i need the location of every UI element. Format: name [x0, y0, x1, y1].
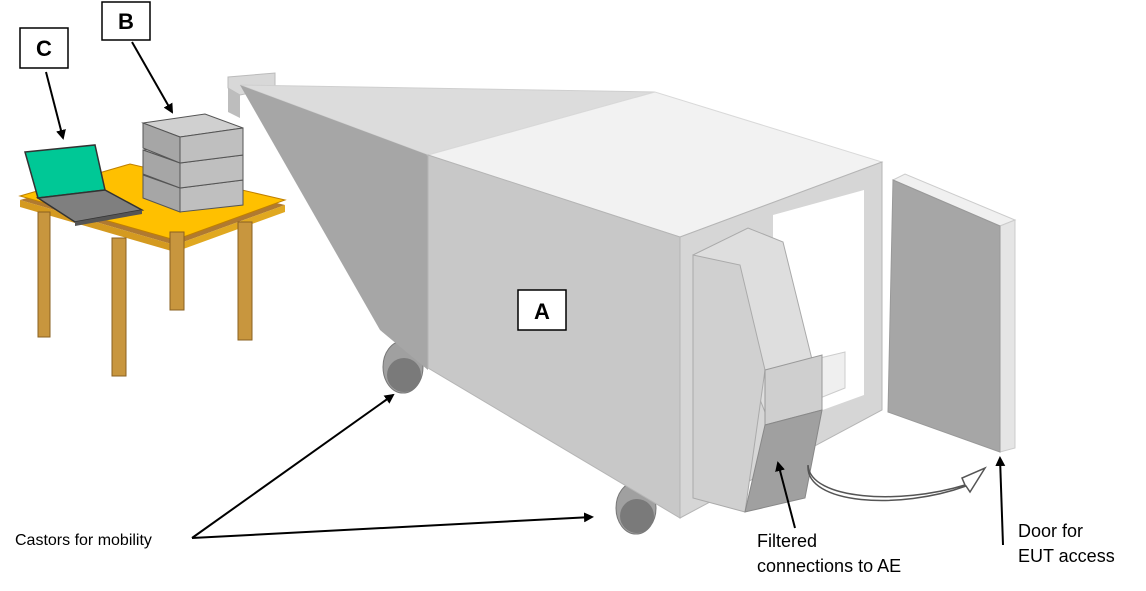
- arrow-door: [995, 456, 1006, 546]
- label-box-c: C: [19, 27, 69, 69]
- instrument-stack: [141, 113, 244, 213]
- arrow-filtered: [775, 461, 796, 529]
- door-label-line1: Door for: [1018, 521, 1083, 541]
- arrow-castor-front: [191, 512, 594, 539]
- door-swing-arrow: [807, 464, 987, 502]
- arrow-b: [131, 41, 173, 114]
- label-c: C: [36, 36, 52, 61]
- laptop: [24, 144, 145, 226]
- callout-arrows: [45, 41, 1006, 546]
- label-box-a: A: [517, 289, 567, 331]
- arrow-castor-rear: [191, 393, 395, 539]
- chamber-door: [887, 173, 1017, 453]
- door-label-line2: EUT access: [1018, 546, 1115, 566]
- filtered-label-line2: connections to AE: [757, 556, 901, 576]
- label-a: A: [534, 299, 550, 324]
- filtered-label-line1: Filtered: [757, 531, 817, 551]
- label-box-b: B: [101, 1, 151, 41]
- castors-label: Castors for mobility: [15, 532, 152, 549]
- arrow-c: [45, 71, 66, 140]
- test-chamber: [227, 72, 884, 535]
- label-b: B: [118, 9, 134, 34]
